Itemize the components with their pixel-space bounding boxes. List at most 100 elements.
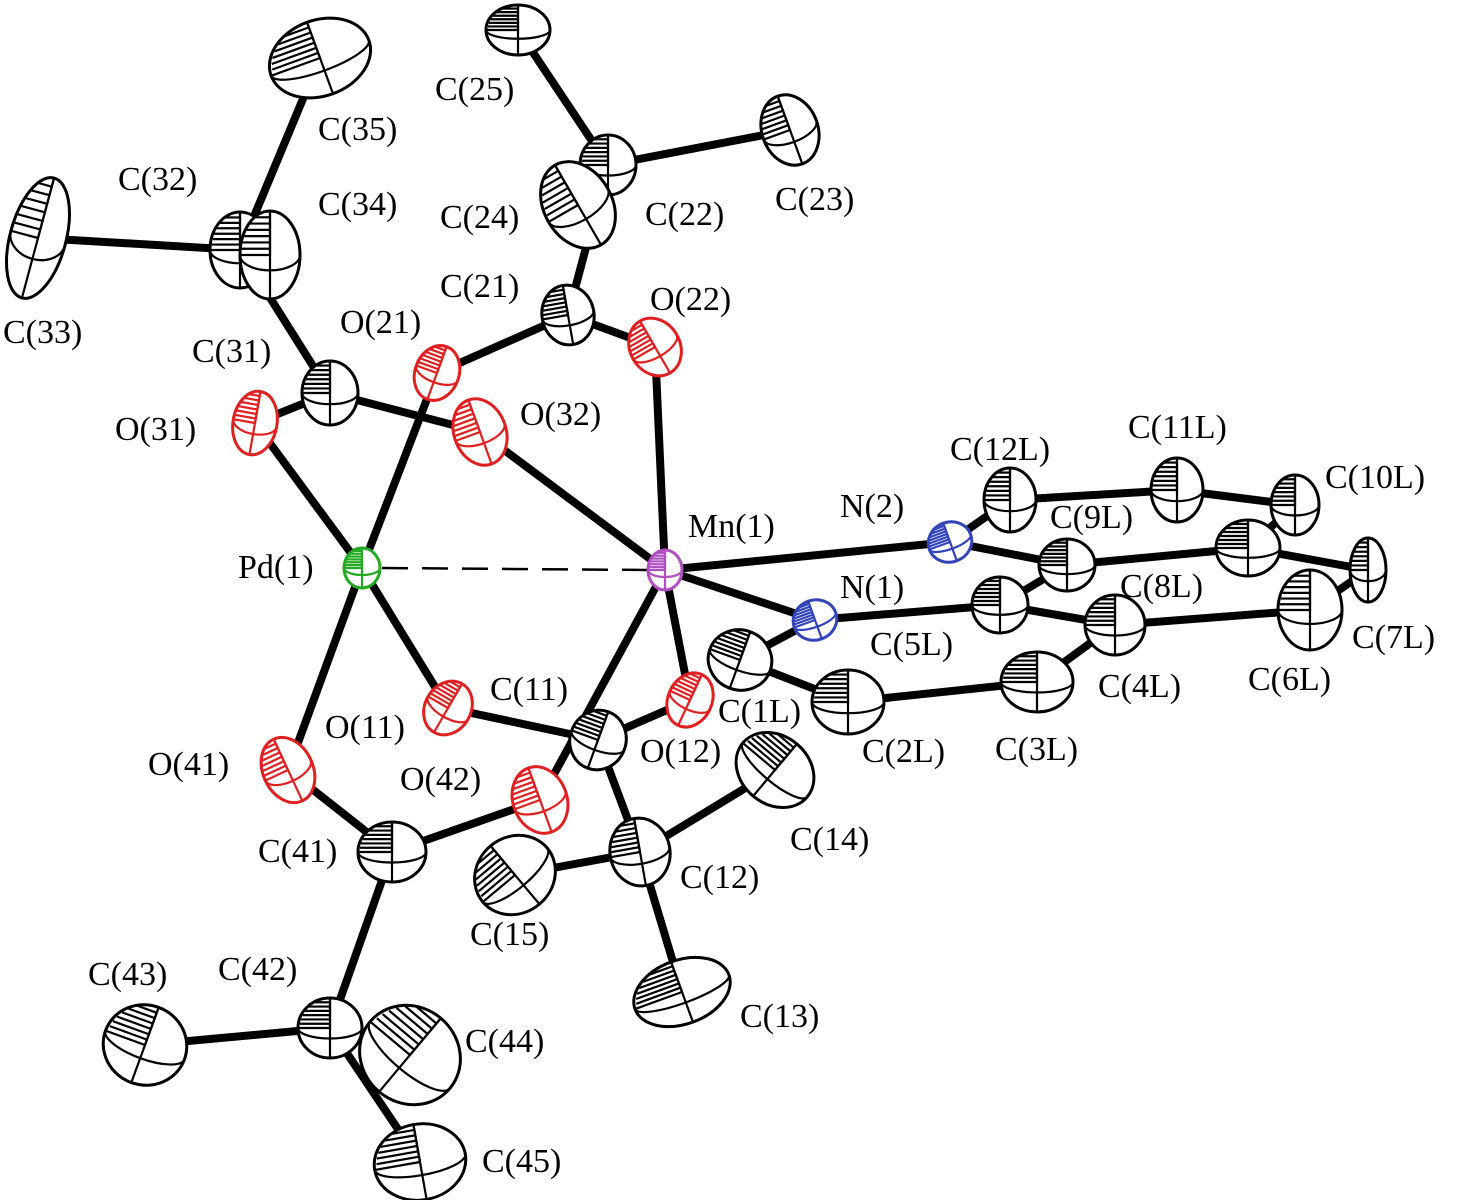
atom-label-c33: C(33) xyxy=(3,314,82,351)
atom-o11 xyxy=(422,679,474,737)
atom-label-c3l: C(3L) xyxy=(995,731,1078,768)
atom-label-c35: C(35) xyxy=(318,111,397,148)
bond-C32-C33 xyxy=(34,234,244,254)
bond-Pd1-O21 xyxy=(358,369,441,572)
atom-label-o32: O(32) xyxy=(520,396,601,433)
atom-o32 xyxy=(451,397,509,467)
bond-Mn1-O42 xyxy=(536,566,669,804)
atom-c21 xyxy=(540,283,596,347)
bond-Pd1-O31 xyxy=(251,419,366,572)
atom-c4l xyxy=(1083,593,1147,657)
atom-c1l xyxy=(706,628,774,692)
atom-label-c13: C(13) xyxy=(740,998,819,1035)
bond-C5L-N1 xyxy=(811,601,1004,624)
atom-label-c11l: C(11L) xyxy=(1128,409,1227,446)
atom-c7l xyxy=(1348,536,1388,604)
atom-c10l xyxy=(1269,473,1321,537)
atom-label-c42: C(42) xyxy=(218,951,297,988)
atom-label-c8l: C(8L) xyxy=(1120,568,1203,605)
atom-label-c31: C(31) xyxy=(192,333,271,370)
atom-label-c6l: C(6L) xyxy=(1248,661,1331,698)
atom-label-c15: C(15) xyxy=(470,916,549,953)
atom-label-mn1: Mn(1) xyxy=(688,508,775,545)
atom-c12l xyxy=(982,466,1038,534)
atom-label-c12l: C(12L) xyxy=(950,431,1050,468)
atom-o12 xyxy=(665,671,715,729)
atom-c31 xyxy=(300,359,360,427)
atom-c11 xyxy=(568,708,628,772)
bond-C22-C23 xyxy=(604,126,794,169)
atom-c25 xyxy=(484,3,552,57)
atom-label-c4l: C(4L) xyxy=(1098,668,1181,705)
atom-label-o41: O(41) xyxy=(148,746,229,783)
atom-c44 xyxy=(358,1003,462,1107)
atom-c8l xyxy=(1214,518,1282,578)
atom-n2 xyxy=(926,520,974,564)
atom-c3l xyxy=(999,650,1075,714)
interaction-Pd1-Mn1 xyxy=(381,566,648,572)
atom-c11l xyxy=(1149,456,1205,524)
atom-o22 xyxy=(627,316,683,378)
atom-label-o31: O(31) xyxy=(115,411,196,448)
atom-label-c22: C(22) xyxy=(645,196,724,233)
atom-label-c5l: C(5L) xyxy=(870,626,953,663)
atom-c41 xyxy=(356,820,428,884)
atom-mn1 xyxy=(646,548,684,592)
atom-label-o21: O(21) xyxy=(340,304,421,341)
atom-label-c25: C(25) xyxy=(435,71,514,108)
atom-label-c21: C(21) xyxy=(440,268,519,305)
atom-label-c7l: C(7L) xyxy=(1352,619,1435,656)
bond-Mn1-N1 xyxy=(661,566,819,624)
atom-layer xyxy=(5,3,1388,1200)
bond-Pd1-O11 xyxy=(358,564,452,712)
atom-c2l xyxy=(810,668,886,736)
atom-label-c14: C(14) xyxy=(790,821,869,858)
atom-label-c43: C(43) xyxy=(88,956,167,993)
atom-label-c32: C(32) xyxy=(118,161,197,198)
atom-label-c44: C(44) xyxy=(465,1023,544,1060)
atom-c35 xyxy=(267,16,373,100)
atom-n1 xyxy=(791,598,839,642)
atom-c42 xyxy=(296,996,364,1060)
atom-label-c9l: C(9L) xyxy=(1050,499,1133,536)
atom-label-c2l: C(2L) xyxy=(862,733,945,770)
atom-label-o12: O(12) xyxy=(640,733,721,770)
atom-c13 xyxy=(632,955,732,1029)
atom-label-o11: O(11) xyxy=(325,709,405,746)
atom-c45 xyxy=(372,1122,468,1200)
atom-label-pd1: Pd(1) xyxy=(238,549,314,586)
atom-c14 xyxy=(734,730,816,810)
bond-Mn1-N2 xyxy=(661,538,954,574)
atom-c34 xyxy=(238,209,302,301)
atom-label-c10l: C(10L) xyxy=(1325,459,1425,496)
atom-c5l xyxy=(970,575,1030,635)
bond-Mn1-O22 xyxy=(651,343,669,574)
atom-label-c45: C(45) xyxy=(482,1143,561,1180)
atom-c24 xyxy=(539,160,617,250)
atom-label-c41: C(41) xyxy=(258,833,337,870)
atom-label-c23: C(23) xyxy=(775,181,854,218)
atom-label-n2: N(2) xyxy=(840,488,904,525)
atom-label-n1: N(1) xyxy=(840,569,904,606)
atom-c15 xyxy=(473,833,557,917)
atom-label-c34: C(34) xyxy=(318,186,397,223)
atom-c33 xyxy=(5,176,71,300)
atom-label-c1l: C(1L) xyxy=(718,693,801,730)
atom-c9l xyxy=(1037,537,1097,593)
atom-o41 xyxy=(259,735,317,805)
atom-o42 xyxy=(510,765,570,835)
atom-label-o42: O(42) xyxy=(400,761,481,798)
atom-c6l xyxy=(1276,568,1344,652)
bond-Pd1-O41 xyxy=(284,564,366,774)
atom-c43 xyxy=(101,1003,189,1087)
bond-C11L-C12L xyxy=(1006,486,1181,504)
atom-c23 xyxy=(759,93,821,167)
atom-label-c11: C(11) xyxy=(490,671,568,708)
atom-label-o22: O(22) xyxy=(650,281,731,318)
atom-c12 xyxy=(608,816,672,888)
atom-label-c12: C(12) xyxy=(680,859,759,896)
bond-Mn1-O32 xyxy=(476,428,669,574)
atom-label-c24: C(24) xyxy=(440,199,519,236)
